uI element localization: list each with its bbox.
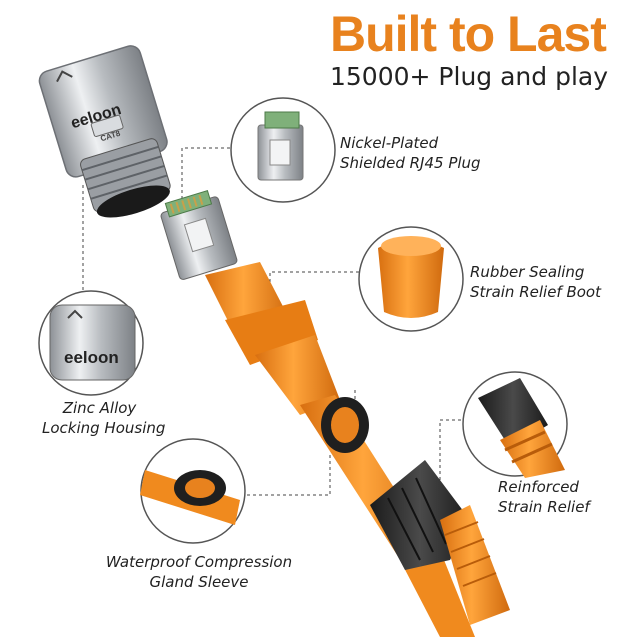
callout-label-line: Locking Housing	[42, 419, 166, 437]
callout-label-line: Strain Relief	[498, 498, 590, 516]
callout-circle-boot	[358, 226, 464, 332]
rj45-plug	[160, 189, 238, 280]
housing-zoom-brand-text: eeloon	[64, 348, 119, 367]
callout-label-line: Nickel-Plated	[340, 134, 439, 152]
callout-circle-housing	[38, 290, 144, 396]
callout-label-line: Strain Relief Boot	[470, 283, 601, 301]
callout-label-strain-relief: Reinforced Strain Relief	[498, 477, 590, 517]
callout-label-line: Rubber Sealing	[470, 263, 585, 281]
callout-label-line: Shielded RJ45 Plug	[340, 154, 481, 172]
zinc-housing	[38, 45, 171, 218]
headline: Built to Last	[330, 6, 607, 62]
cable-assembly	[205, 262, 510, 637]
callout-circle-gland	[140, 438, 246, 544]
subheadline: 15000+ Plug and play	[330, 62, 609, 91]
callout-circle-strain-relief	[462, 371, 568, 478]
callout-label-line: Gland Sleeve	[149, 573, 249, 591]
callout-label-plug: Nickel-Plated Shielded RJ45 Plug	[340, 133, 481, 173]
callout-label-boot: Rubber Sealing Strain Relief Boot	[470, 262, 601, 302]
callout-label-gland: Waterproof Compression Gland Sleeve	[104, 552, 294, 592]
callout-circle-plug	[230, 97, 336, 203]
callout-label-line: Waterproof Compression	[105, 553, 293, 571]
callout-label-line: Reinforced	[498, 478, 579, 496]
callout-label-line: Zinc Alloy	[62, 399, 137, 417]
callout-label-housing: Zinc Alloy Locking Housing	[42, 398, 166, 438]
